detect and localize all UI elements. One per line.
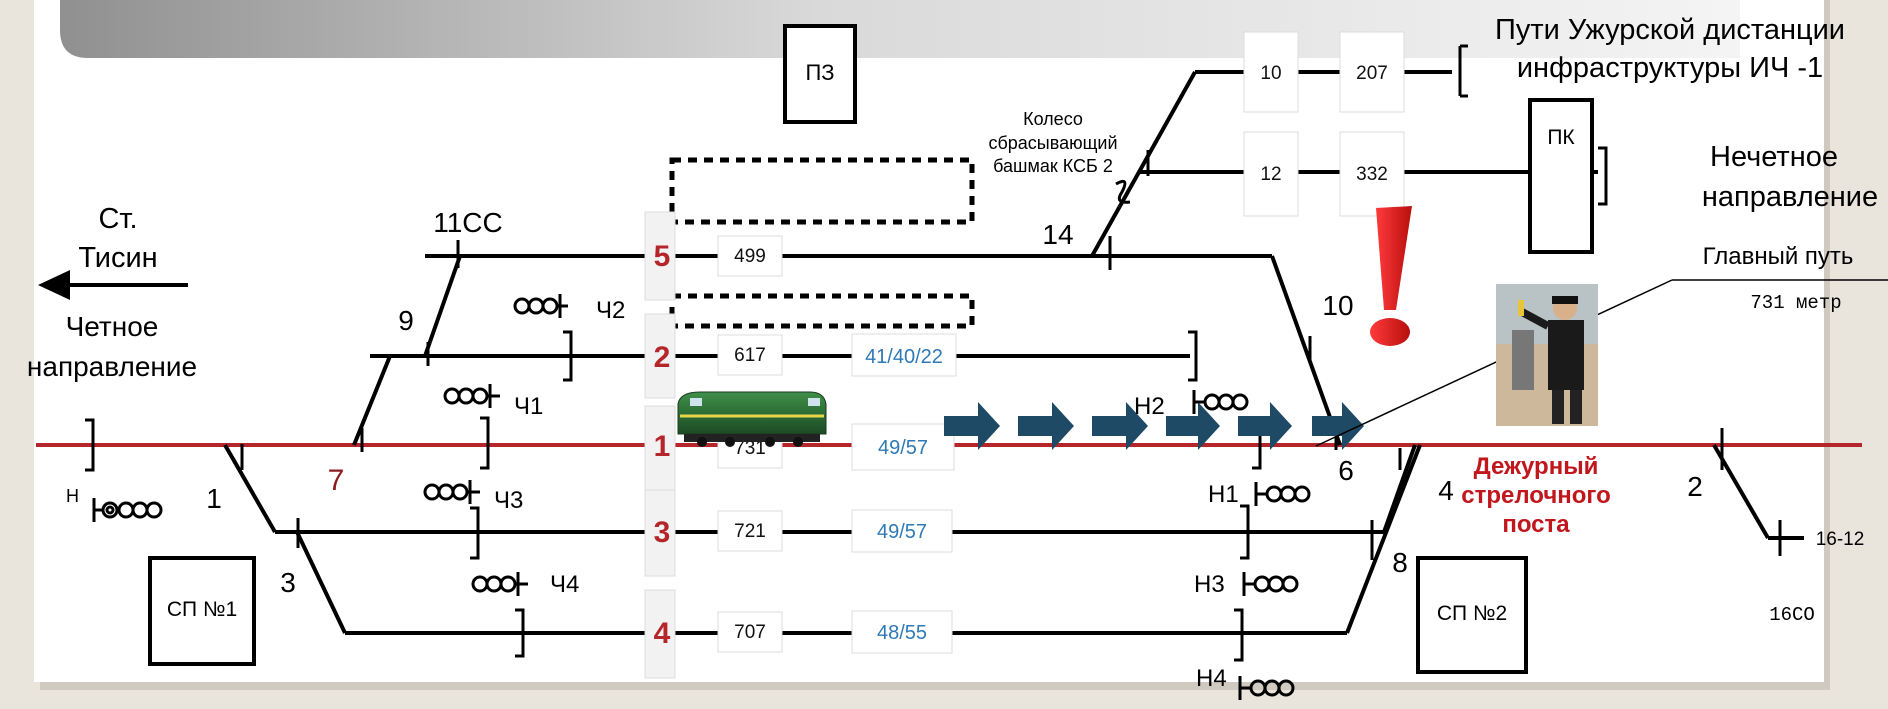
track-2-length: 617 — [734, 345, 766, 366]
switch-14-label: 14 — [1042, 219, 1073, 250]
switch-3-label: 3 — [280, 567, 296, 598]
spur-12-number: 12 — [1260, 164, 1281, 185]
signal-ch4-label: Ч4 — [550, 571, 579, 598]
signal-icons — [92, 294, 1311, 700]
spur-10-number: 10 — [1260, 63, 1281, 84]
even-direction-line2: направление — [27, 351, 197, 382]
switch-8-label: 8 — [1392, 547, 1408, 578]
callout-leader — [1315, 279, 1673, 447]
railway-worker-picture — [1496, 284, 1598, 426]
building-sp2 — [1416, 556, 1528, 674]
main-track-callout-length: 731 метр — [1750, 292, 1841, 314]
derailer-marker-icon — [1115, 179, 1131, 204]
track-3-length: 721 — [734, 521, 766, 542]
derailer-callout-line3: башмак КСБ 2 — [993, 156, 1113, 176]
duty-post-line3: поста — [1502, 511, 1570, 538]
derailer-callout-line2: сбрасывающий — [988, 133, 1117, 153]
dotted-track-mid — [669, 293, 975, 329]
track-number-tiles — [644, 211, 676, 679]
signal-ch2-label: Ч2 — [596, 297, 625, 324]
odd-direction-line2: направление — [1702, 181, 1878, 213]
track-1-stats: 49/57 — [878, 437, 928, 459]
left-arrow-icon — [38, 270, 188, 300]
track-brackets — [85, 44, 1608, 662]
track-number-3: 3 — [654, 516, 671, 549]
switch-1-label: 1 — [206, 483, 222, 514]
duty-post-line1: Дежурный — [1474, 453, 1599, 480]
switch-9-label: 9 — [398, 305, 414, 336]
infra-title-line1: Пути Ужурской дистанции — [1495, 14, 1845, 46]
switch-16-12-label: 16-12 — [1816, 529, 1865, 550]
infra-title-line2: инфраструктуры ИЧ -1 — [1517, 52, 1823, 84]
signal-ch3-label: Ч3 — [494, 487, 523, 514]
switch-16co-label: 16СО — [1769, 604, 1815, 626]
odd-direction-line1: Нечетное — [1710, 141, 1838, 173]
track-number-5: 5 — [654, 240, 671, 273]
exclamation-icon — [1370, 206, 1412, 346]
building-sp1-label: СП №1 — [167, 598, 237, 621]
track-5-length: 499 — [734, 246, 766, 267]
track-2-stats: 41/40/22 — [865, 346, 943, 368]
building-sp1 — [148, 556, 256, 666]
track-4-length: 707 — [734, 622, 766, 643]
dotted-track-top — [669, 157, 975, 225]
header-bar — [60, 0, 1740, 58]
station-label-line1: Ст. — [98, 203, 137, 235]
signal-n4-label: Н4 — [1196, 665, 1227, 692]
switch-7-label: 7 — [328, 464, 345, 497]
switch-10-label: 10 — [1322, 290, 1353, 321]
switch-6-label: 6 — [1338, 455, 1354, 486]
track-number-4: 4 — [654, 617, 671, 650]
building-pk-label: ПК — [1547, 126, 1575, 149]
track-3-stats: 49/57 — [877, 521, 927, 543]
track-number-1: 1 — [654, 430, 671, 463]
signal-n-label: Н — [66, 486, 79, 506]
track-number-2: 2 — [654, 341, 671, 374]
spur-12-length: 332 — [1356, 164, 1388, 185]
building-pz-label: ПЗ — [805, 60, 834, 85]
building-sp2-label: СП №2 — [1437, 602, 1507, 625]
switch-11cc-label: 11СС — [433, 207, 503, 238]
movement-arrows — [944, 402, 1364, 450]
signal-n3-label: Н3 — [1194, 571, 1225, 598]
building-pz — [783, 24, 857, 124]
signal-n1-label: Н1 — [1208, 481, 1239, 508]
stats-boxes — [851, 333, 957, 654]
locomotive — [677, 391, 827, 447]
derailer-callout-line1: Колесо — [1023, 109, 1083, 129]
switch-4-label: 4 — [1438, 475, 1454, 506]
track-4-stats: 48/55 — [877, 622, 927, 644]
station-label-line2: Тисин — [78, 242, 157, 274]
duty-post-line2: стрелочного — [1461, 482, 1611, 509]
signal-n2-label: Н2 — [1134, 393, 1165, 420]
building-pk — [1528, 98, 1594, 254]
main-track-callout-title: Главный путь — [1703, 243, 1854, 270]
track-1-length: 731 — [734, 438, 766, 459]
signal-ch1-label: Ч1 — [514, 393, 543, 420]
spur-10-length: 207 — [1356, 63, 1388, 84]
switch-2-label: 2 — [1687, 471, 1703, 502]
even-direction-line1: Четное — [66, 311, 159, 342]
